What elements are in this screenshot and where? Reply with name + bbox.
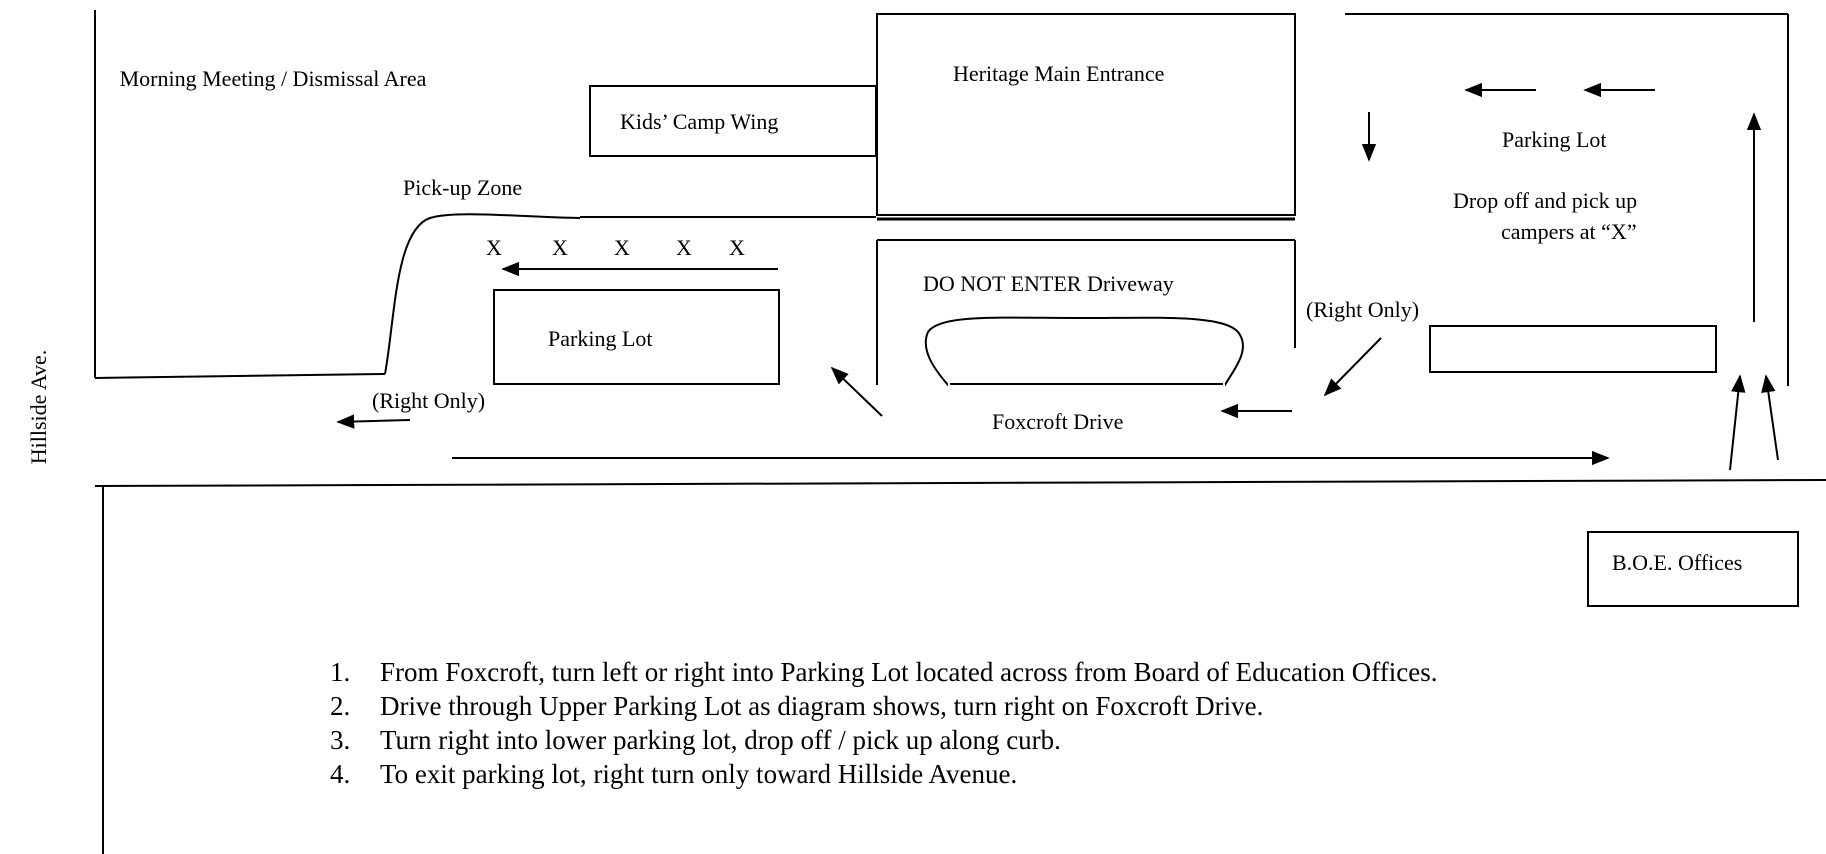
x-mark: X <box>552 235 568 260</box>
foxcroft-south-curb <box>94 479 1826 487</box>
do-not-enter-label: DO NOT ENTER Driveway <box>923 271 1174 296</box>
lower-parking-lot-label: Parking Lot <box>548 326 653 351</box>
foxcroft-drive-label: Foxcroft Drive <box>992 409 1124 434</box>
arrow-entry-2 <box>1761 374 1779 461</box>
kids-camp-wing-label: Kids’ Camp Wing <box>620 109 779 134</box>
west-lot-bottom-line <box>94 373 386 379</box>
instruction-number: 1. <box>330 657 351 687</box>
instruction-text: To exit parking lot, right turn only tow… <box>380 759 1018 789</box>
arrow-northwest <box>830 366 883 417</box>
lower-parking-lot-box <box>493 289 780 385</box>
right-only-left-label: (Right Only) <box>372 388 486 413</box>
arrow-diag-southwest <box>1323 337 1382 397</box>
instruction-text: Turn right into lower parking lot, drop … <box>380 725 1061 755</box>
pickup-curb-curve <box>384 213 581 375</box>
drop-off-line2: campers at “X” <box>1501 219 1637 244</box>
pickup-zone-label: Pick-up Zone <box>403 175 523 200</box>
heritage-main-entrance-label: Heritage Main Entrance <box>953 61 1165 86</box>
heritage-main-entrance-box <box>876 13 1296 216</box>
instruction-item: 1. From Foxcroft, turn left or right into… <box>330 655 1438 689</box>
instruction-item: 2. Drive through Upper Parking Lot as dia… <box>330 689 1438 723</box>
driveway-loop <box>924 316 1244 386</box>
x-mark: X <box>614 235 630 260</box>
hillside-ave-label: Hillside Ave. <box>26 349 52 465</box>
boe-offices-box <box>1587 531 1799 607</box>
x-mark: X <box>676 235 692 260</box>
upper-parking-lot-label: Parking Lot <box>1502 127 1607 152</box>
instruction-number: 3. <box>330 725 351 755</box>
x-mark: X <box>486 235 502 260</box>
instruction-item: 3. Turn right into lower parking lot, dro… <box>330 723 1438 757</box>
x-mark: X <box>729 235 745 260</box>
instruction-number: 2. <box>330 691 351 721</box>
instructions-list: 1. From Foxcroft, turn left or right into… <box>330 655 1438 791</box>
boe-offices-label: B.O.E. Offices <box>1612 550 1743 575</box>
arrow-exit-west <box>336 414 411 429</box>
right-only-right-label: (Right Only) <box>1306 297 1420 322</box>
instruction-text: Drive through Upper Parking Lot as diagr… <box>380 691 1264 721</box>
instruction-item: 4. To exit parking lot, right turn only t… <box>330 757 1438 791</box>
arrow-entry-1 <box>1729 374 1746 471</box>
drop-off-line1: Drop off and pick up <box>1453 188 1638 213</box>
instruction-number: 4. <box>330 759 351 789</box>
upper-lot-island <box>1429 325 1717 373</box>
morning-meeting-label: Morning Meeting / Dismissal Area <box>119 66 427 91</box>
instruction-text: From Foxcroft, turn left or right into P… <box>380 657 1438 687</box>
